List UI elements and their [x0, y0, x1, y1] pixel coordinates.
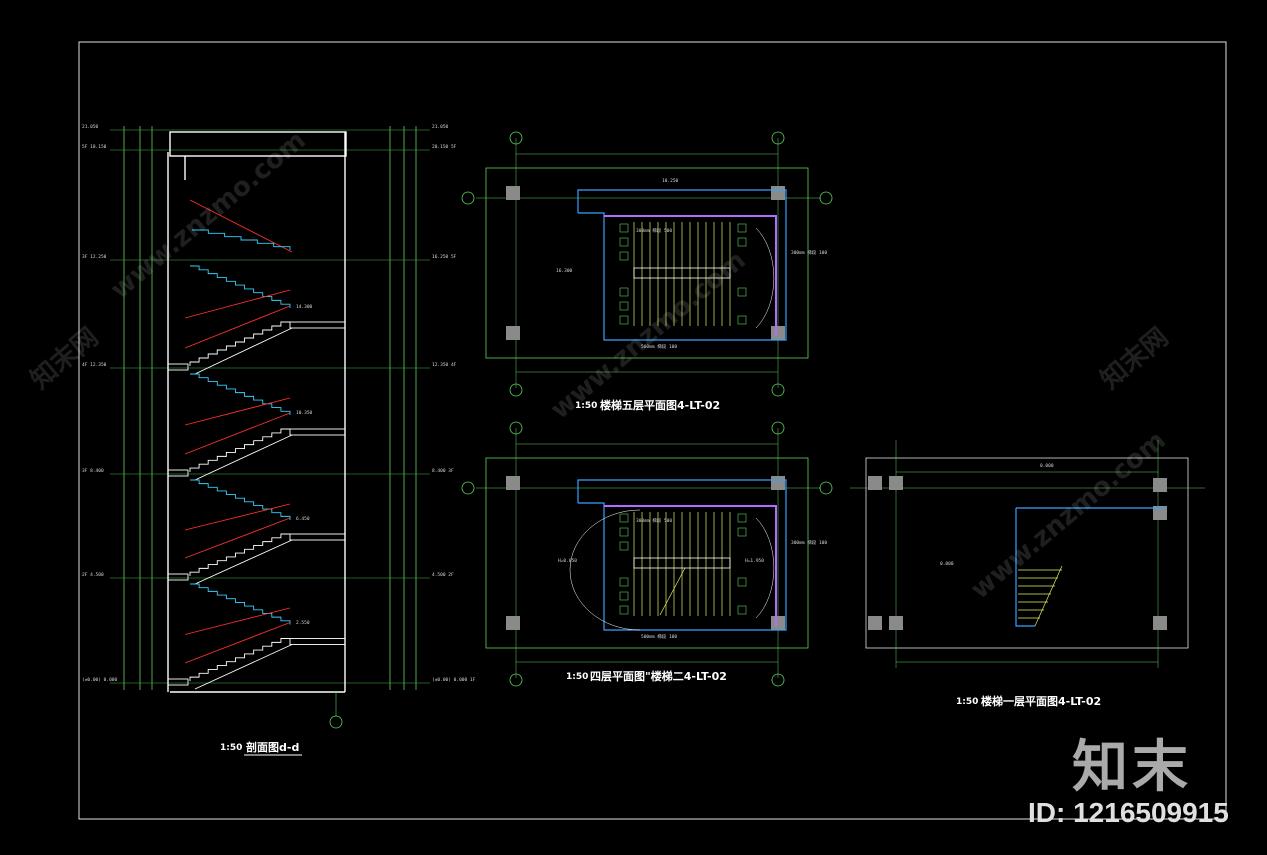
- right-level-label: 4.500 2F: [432, 572, 454, 578]
- stair-flight: [192, 229, 291, 250]
- stair-slab: [184, 305, 291, 349]
- landing-slab: [289, 533, 346, 541]
- stair-slab: [184, 412, 291, 455]
- fourth-level-left: H=0.050: [558, 558, 577, 564]
- svg-text:www.znzmo.com: www.znzmo.com: [105, 125, 311, 305]
- fourth-floor-title: 四层平面图"楼梯二4-LT-02: [590, 669, 727, 683]
- svg-text:www.znzmo.com: www.znzmo.com: [965, 425, 1171, 605]
- fourth-floor-scale: 1:50: [566, 672, 588, 682]
- left-level-label: 4F 12.350: [82, 362, 107, 368]
- stair-slab: [184, 622, 291, 664]
- stair-slab: [189, 199, 293, 253]
- landing-level-label: 6.450: [296, 516, 310, 522]
- landing-level-label: 10.350: [296, 410, 313, 416]
- watermark-id: ID: 1216509915: [1028, 797, 1229, 828]
- right-level-label: (±0.00) 0.000 1F: [432, 677, 476, 683]
- left-level-label: 5F 18.150: [82, 144, 107, 150]
- fifth-floor-title: 楼梯五层平面图4-LT-02: [600, 398, 720, 412]
- fourth-level-right: H=1.950: [745, 558, 764, 564]
- left-level-label: 21.050: [82, 124, 99, 130]
- stair-flight: [189, 321, 290, 366]
- stair-flight: [189, 428, 290, 472]
- section-drawing: 21.050 5F 18.150 3F 12.250 4F 12.350 3F 8.40…: [82, 124, 476, 756]
- fifth-level-top: 18.250: [662, 178, 679, 184]
- floor-slab: [167, 678, 189, 686]
- stair-slab: [184, 607, 291, 635]
- left-level-label: 2F 4.500: [82, 572, 104, 578]
- landing-level-label: 14.300: [296, 304, 313, 310]
- fourth-floor-plan: H=0.050 H=1.950 1:50 四层平面图"楼梯二4-LT-02: [461, 421, 833, 687]
- left-level-labels: 21.050 5F 18.150 3F 12.250 4F 12.350 3F 8.40…: [82, 124, 118, 683]
- landing-level-label: 2.550: [296, 620, 310, 626]
- stair-flights: [167, 199, 346, 690]
- watermark-pattern: www.znzmo.com www.znzmo.com www.znzmo.co…: [25, 125, 1174, 605]
- left-level-label: (±0.00) 0.000: [82, 677, 118, 683]
- stair-slab: [194, 539, 293, 585]
- sheet-frame: [78, 41, 1227, 820]
- stair-flight: [189, 638, 290, 681]
- svg-text:知末网: 知末网: [25, 322, 104, 395]
- first-floor-title: 楼梯一层平面图4-LT-02: [981, 694, 1101, 708]
- stair-flight: [190, 583, 291, 625]
- stair-flight: [189, 533, 290, 576]
- landing-level-labels: 14.300 10.350 6.450 2.550: [296, 304, 313, 626]
- stair-slab: [194, 644, 293, 690]
- stair-slab: [184, 397, 291, 426]
- right-level-label: 21.050: [432, 124, 449, 130]
- floor-slab: [167, 469, 189, 477]
- first-floor-plan: 0.000 0.000 1:50 楼梯一层平面图4-LT-02: [850, 440, 1205, 708]
- fifth-level-left: 16.300: [556, 268, 573, 274]
- stair-slab: [184, 289, 291, 319]
- stair-slab: [194, 327, 293, 375]
- watermark-logo: 知末: [1072, 735, 1192, 800]
- right-level-label: 16.250 5F: [432, 254, 457, 260]
- stair-slab: [184, 517, 291, 559]
- landing-slab: [289, 321, 346, 329]
- stair-slab: [184, 503, 291, 531]
- stair-slab: [194, 434, 293, 481]
- right-level-label: 8.400 3F: [432, 468, 454, 474]
- right-level-labels: 21.050 20.150 5F 16.250 5F 12.350 4F 8.400 3…: [432, 124, 476, 683]
- stair-flight: [190, 373, 291, 415]
- right-level-label: 12.350 4F: [432, 362, 457, 368]
- first-floor-level: 0.000: [940, 561, 954, 567]
- floor-slab: [167, 363, 189, 371]
- stair-flight: [190, 479, 291, 520]
- landing-slab: [289, 428, 346, 436]
- first-floor-top-level: 0.000: [1040, 463, 1054, 469]
- fifth-floor-plan: 18.250 16.300 1:50 楼梯五层平面图4-LT-02: [461, 131, 833, 412]
- section-scale: 1:50: [220, 743, 242, 753]
- landing-slab: [289, 638, 346, 645]
- svg-text:知末网: 知末网: [1095, 322, 1174, 395]
- grid-bubble-section: [329, 715, 343, 729]
- left-level-label: 3F 8.400: [82, 468, 104, 474]
- first-floor-scale: 1:50: [956, 697, 978, 707]
- section-title: 剖面图d-d: [246, 740, 299, 754]
- right-level-label: 20.150 5F: [432, 144, 457, 150]
- left-level-label: 3F 12.250: [82, 254, 107, 260]
- fifth-floor-scale: 1:50: [575, 401, 597, 411]
- stair-flight: [190, 265, 291, 308]
- floor-slab: [167, 573, 189, 581]
